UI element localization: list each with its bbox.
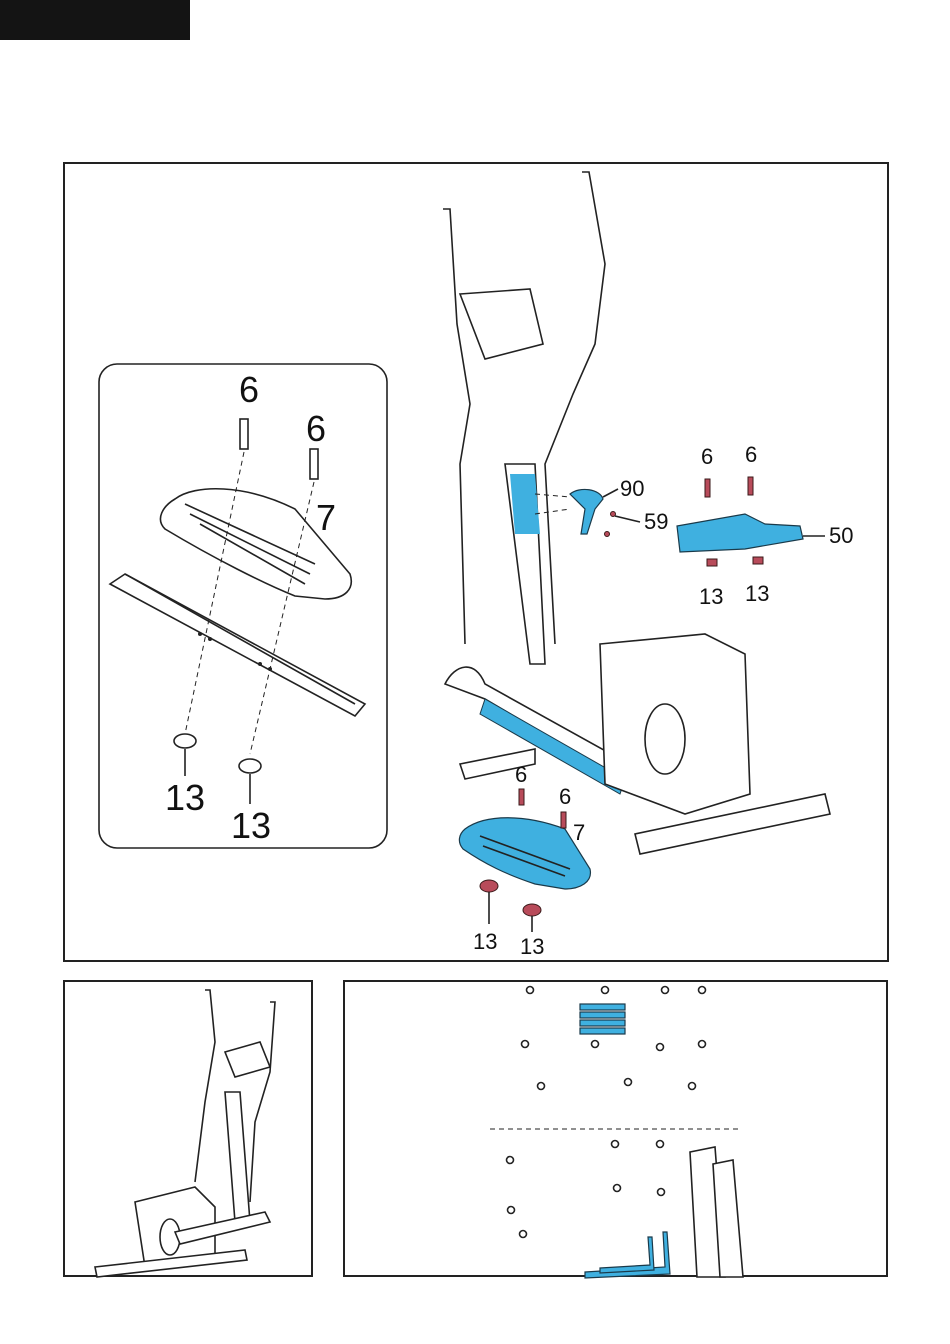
- hw-item-marker: [657, 1044, 664, 1051]
- hw-bolt: [580, 1012, 625, 1018]
- upper-bolt-right: [748, 477, 753, 495]
- upper-nut-right: [753, 557, 763, 564]
- hw-item-marker: [662, 987, 669, 994]
- hw-item-marker: [527, 987, 534, 994]
- upper-nut-left-label: 13: [699, 584, 723, 609]
- upper-bolt-right-label: 6: [745, 442, 757, 467]
- thumb-mast: [225, 1092, 250, 1222]
- detail-rail-hole: [208, 637, 212, 641]
- hw-item-marker: [625, 1079, 632, 1086]
- hw-item-marker: [508, 1207, 515, 1214]
- lower-nut-left: [480, 880, 498, 892]
- part-50-cover: [677, 514, 803, 552]
- detail-rail-hole: [258, 662, 262, 666]
- lower-pedal: [459, 818, 590, 889]
- lower-bolt-left-label: 6: [515, 762, 527, 787]
- upper-nut-left: [707, 559, 717, 566]
- hw-item-marker: [658, 1189, 665, 1196]
- screw-59: [611, 512, 616, 517]
- lower-bolt-left: [519, 789, 524, 805]
- lower-nut-right-label: 13: [520, 934, 544, 959]
- assembly-diagram-panel: 6 6 7 13 13 90 59 50 6 6 13: [63, 162, 889, 962]
- hw-bolt: [580, 1020, 625, 1026]
- part-90-label: 90: [620, 476, 644, 501]
- hw-item-marker: [657, 1141, 664, 1148]
- detail-bolt-right: [310, 449, 318, 479]
- console: [460, 289, 543, 359]
- hw-item-marker: [592, 1041, 599, 1048]
- hw-item-marker: [614, 1185, 621, 1192]
- detail-bolt-right-label: 6: [306, 408, 326, 449]
- assembled-machine-thumbnail: [65, 982, 315, 1279]
- hw-item-marker: [507, 1157, 514, 1164]
- leader-90: [603, 489, 618, 497]
- lower-pedal-label: 7: [573, 820, 585, 845]
- part-90-bracket: [570, 489, 603, 534]
- upper-bolt-left: [705, 479, 710, 497]
- leader-59: [615, 516, 640, 522]
- assembled-preview-panel: [63, 980, 313, 1277]
- hw-item-marker: [522, 1041, 529, 1048]
- left-handlebar: [443, 209, 470, 644]
- hardware-pack-drawing: [345, 982, 890, 1279]
- mast-highlight: [510, 474, 540, 534]
- part-50-label: 50: [829, 523, 853, 548]
- hw-bolt: [580, 1028, 625, 1034]
- detail-nut-right-label: 13: [231, 805, 271, 846]
- part-59-label: 59: [644, 509, 668, 534]
- thumb-handlebar-right: [250, 1002, 275, 1202]
- lower-bolt-right-label: 6: [559, 784, 571, 809]
- upper-bolt-left-label: 6: [701, 444, 713, 469]
- hw-bolt: [580, 1004, 625, 1010]
- hw-item-marker: [612, 1141, 619, 1148]
- part-90-guide: [535, 494, 570, 514]
- hw-item-marker: [699, 987, 706, 994]
- crank-cover: [645, 704, 685, 774]
- upper-nut-right-label: 13: [745, 581, 769, 606]
- hw-allen-key: [600, 1237, 654, 1273]
- lower-nut-right: [523, 904, 541, 916]
- hardware-list-panel: [343, 980, 888, 1277]
- section-header-tab: [0, 0, 190, 40]
- right-handlebar: [545, 172, 605, 644]
- hw-item-marker: [699, 1041, 706, 1048]
- detail-rail-hole: [198, 632, 202, 636]
- detail-bolt-left-label: 6: [239, 369, 259, 410]
- thumb-handlebar-left: [195, 990, 215, 1182]
- lower-nut-left-label: 13: [473, 929, 497, 954]
- detail-bolt-left: [240, 419, 248, 449]
- screw-59: [605, 532, 610, 537]
- hw-item-marker: [602, 987, 609, 994]
- hw-item-marker: [689, 1083, 696, 1090]
- detail-pedal-label: 7: [316, 497, 336, 538]
- thumb-console: [225, 1042, 270, 1077]
- lower-bolt-right: [561, 812, 566, 828]
- detail-nut-left-label: 13: [165, 777, 205, 818]
- hw-item-marker: [538, 1083, 545, 1090]
- detail-nut-left: [174, 734, 196, 748]
- assembly-drawing: 6 6 7 13 13 90 59 50 6 6 13: [65, 164, 891, 964]
- detail-nut-right: [239, 759, 261, 773]
- hw-item-marker: [520, 1231, 527, 1238]
